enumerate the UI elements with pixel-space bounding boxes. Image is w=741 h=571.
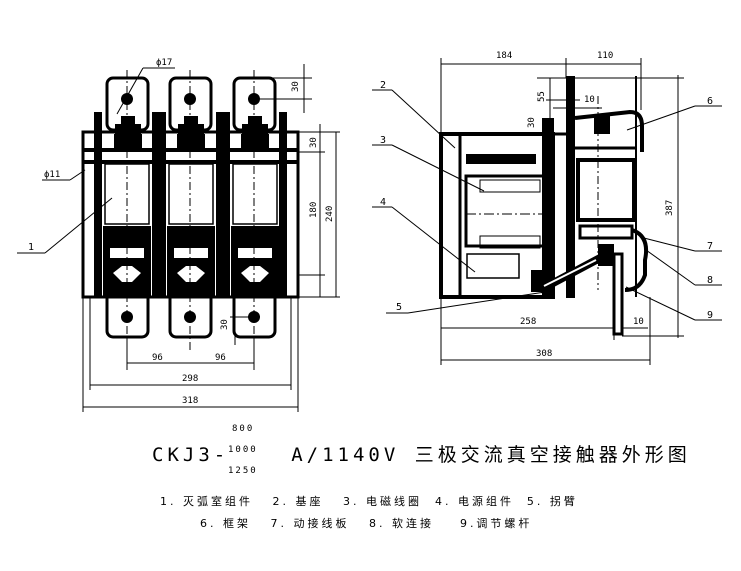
- front-view: [17, 64, 340, 412]
- power-module: [466, 253, 520, 279]
- coil-top-bar: [466, 154, 536, 164]
- dim-total-length: 308: [536, 349, 552, 359]
- dim-gap: 10: [584, 95, 595, 105]
- legend-line-2: 6. 框架 7. 动接线板 8. 软连接 9.调节螺杆: [200, 517, 533, 530]
- dim-bottom-gap: 10: [633, 317, 644, 327]
- front-dimension-lines: [17, 64, 340, 412]
- dim-outer-height: 240: [325, 206, 335, 222]
- dim-inner-height: 180: [309, 202, 319, 218]
- dim-top-height: 55: [537, 91, 547, 102]
- lower-mechanism: [103, 226, 279, 296]
- dim-base-depth: 184: [496, 51, 512, 61]
- model-prefix: CKJ3-: [152, 444, 230, 466]
- callout-5: 5: [396, 302, 402, 313]
- coil-grid: [466, 179, 546, 249]
- callout-7: 7: [707, 241, 713, 252]
- top-connectors: [114, 116, 269, 148]
- dim-bottom-terminal: 30: [220, 319, 230, 330]
- callout-8: 8: [707, 275, 713, 286]
- side-dimension-text: 184 110 55 10 30 387 258 10 308 2 3 4 5 …: [380, 51, 713, 359]
- front-dimension-text: ϕ17 ϕ11 30 30 180 240 30 96 96 298 318 1: [28, 58, 335, 406]
- dim-base-length: 258: [520, 317, 536, 327]
- callout-9: 9: [707, 310, 713, 321]
- callout-6: 6: [707, 96, 713, 107]
- dim-phi17: ϕ17: [156, 58, 172, 68]
- upright-frame: [566, 76, 575, 298]
- dim-pitch-left: 96: [152, 353, 163, 363]
- dim-top-terminal: 30: [291, 81, 301, 92]
- dim-upper-offset: 30: [309, 137, 319, 148]
- callout-3: 3: [380, 135, 386, 146]
- callout-4: 4: [380, 197, 386, 208]
- rating-1000: 1000: [228, 445, 258, 455]
- adjusting-screw: [612, 252, 624, 336]
- rating-800: 800: [232, 424, 255, 434]
- rating-suffix: A/1140V: [291, 444, 400, 466]
- rating-1250: 1250: [228, 466, 258, 476]
- callout-1: 1: [28, 242, 34, 253]
- callout-2: 2: [380, 80, 386, 91]
- flexible-connection: [624, 228, 649, 292]
- drawing-name: 三极交流真空接触器外形图: [414, 444, 691, 466]
- dim-total-height: 387: [665, 200, 675, 216]
- side-dimension-lines: [372, 58, 722, 365]
- dim-inner-width: 298: [182, 374, 198, 384]
- centerlines: [126, 70, 255, 350]
- dim-outer-width: 318: [182, 396, 198, 406]
- dim-offset: 30: [527, 117, 537, 128]
- dim-pitch-right: 96: [215, 353, 226, 363]
- legend-line-1: 1. 灭弧室组件 2. 基座 3. 电磁线圈 4. 电源组件 5. 拐臂: [160, 495, 578, 508]
- dim-top-depth: 110: [597, 51, 613, 61]
- side-view: [372, 58, 722, 365]
- drawing-title: CKJ3- A/1140V 三极交流真空接触器外形图: [152, 440, 691, 467]
- vacuum-interrupters: [104, 163, 278, 225]
- dim-phi11: ϕ11: [44, 170, 60, 180]
